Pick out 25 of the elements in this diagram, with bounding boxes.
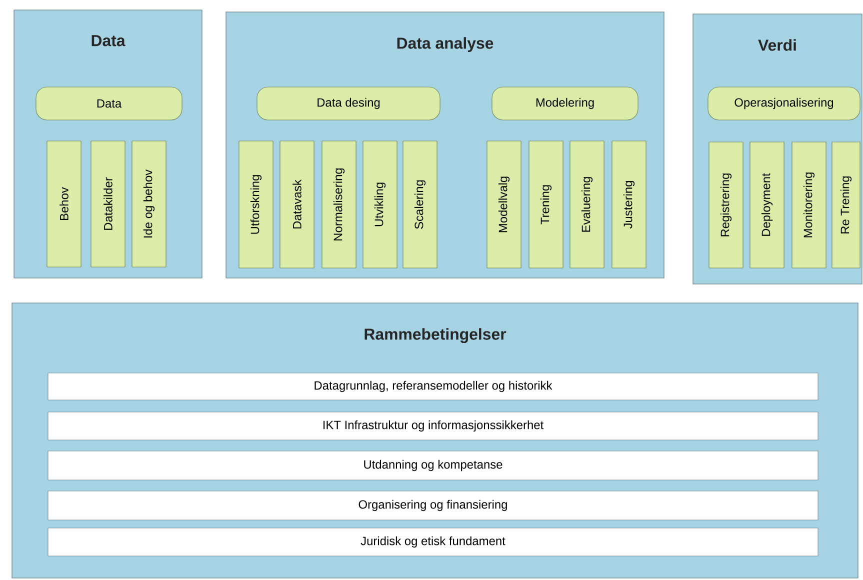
framework-bar: IKT Infrastruktur og informasjonssikkerhet (48, 412, 818, 440)
step-bar: Re Trening (832, 142, 860, 268)
step-bar: Behov (46, 140, 82, 268)
framework-bar: Utdanning og kompetanse (48, 450, 818, 480)
step-bar: Ide og behov (132, 140, 166, 268)
stage-pill: Data (36, 86, 182, 120)
step-bar: Justering (612, 140, 646, 268)
step-bar: Normalisering (322, 140, 356, 268)
step-bar: Utvikling (362, 140, 398, 268)
step-bar: Datavask (280, 140, 314, 268)
framework-bar: Juridisk og etisk fundament (48, 528, 818, 556)
stage-pill: Data desing (256, 86, 440, 120)
step-bar: Modellvalg (486, 140, 522, 268)
framework-bar: Organisering og finansiering (48, 490, 818, 520)
step-bar: Utforskning (238, 140, 274, 268)
step-bar: Registrering (708, 142, 744, 268)
step-bar: Monitorering (792, 142, 826, 268)
step-bar: Deployment (750, 142, 784, 268)
stage-pill: Modelering (492, 86, 638, 120)
step-bar: Datakilder (90, 140, 126, 268)
step-bar: Evaluering (570, 140, 604, 268)
framework-bar: Datagrunnlag, referansemodeller og historikk (48, 372, 818, 400)
stage-pill: Operasjonalisering (708, 86, 860, 120)
step-bar: Trening (528, 140, 564, 268)
step-bar: Scalering (402, 140, 438, 268)
